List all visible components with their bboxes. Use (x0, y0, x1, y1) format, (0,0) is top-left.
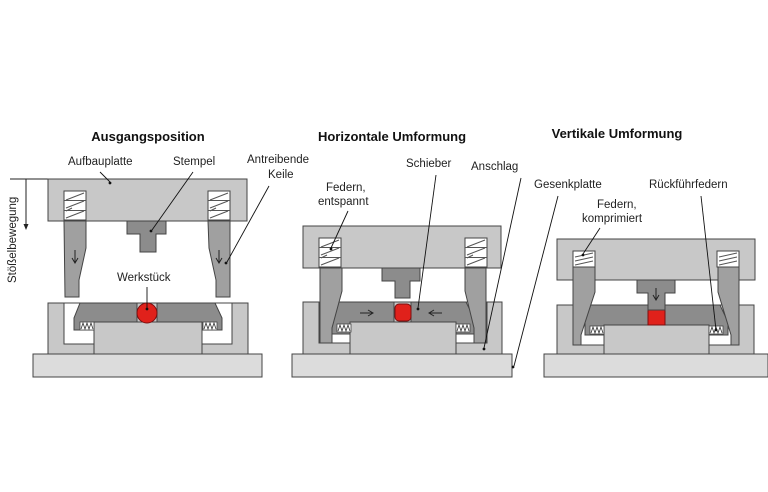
arrow-down-icon (652, 288, 660, 301)
spring-left (63, 190, 87, 221)
punch (126, 220, 167, 253)
wedge-right (464, 267, 487, 344)
panel-title: Horizontale Umformung (318, 129, 466, 144)
return-spring-left (589, 325, 605, 335)
label-stop: Anschlag (471, 161, 518, 173)
workpiece-flattened (647, 309, 666, 326)
arrow-down-icon (215, 250, 223, 264)
spring-left (318, 237, 342, 268)
workpiece-upset (394, 303, 412, 322)
wedge-left (319, 267, 343, 344)
arrow-down-icon (71, 250, 79, 264)
label-driving-wedges-2: Keile (268, 169, 294, 181)
label-driving-wedges-1: Antreibende (247, 154, 309, 166)
label-die-plate: Gesenkplatte (534, 179, 602, 191)
label-return-springs: Rückführfedern (649, 179, 728, 191)
label-springs-2: komprimiert (582, 213, 643, 225)
spring-left-compressed (572, 250, 596, 268)
spring-right-compressed (716, 250, 740, 268)
label-workpiece: Werkstück (117, 272, 171, 284)
label-springs-1: Federn, (326, 182, 366, 194)
return-spring-left (79, 321, 95, 331)
arrow-left-icon (428, 309, 442, 317)
spring-right (207, 190, 231, 221)
spring-right (464, 237, 488, 268)
return-spring-left (336, 323, 352, 333)
base-plate (543, 353, 768, 378)
panel-title: Vertikale Umformung (552, 126, 683, 141)
label-punch: Stempel (173, 156, 215, 168)
wedge-right (717, 266, 740, 346)
label-springs-1: Federn, (597, 199, 637, 211)
return-spring-right (455, 323, 471, 333)
ram-stroke-label: Stößelbewegung (7, 197, 19, 283)
label-springs-2: entspannt (318, 196, 369, 208)
return-spring-right (202, 321, 218, 331)
label-slider: Schieber (406, 158, 452, 170)
base-plate (32, 353, 263, 378)
label-mounting-plate: Aufbauplatte (68, 156, 133, 168)
die-center-block (93, 321, 203, 355)
arrow-right-icon (360, 309, 374, 317)
arrow-down-icon (23, 224, 29, 230)
panel-vertical-forming: Vertikale Umformung Gesenkplatte Federn,… (511, 126, 768, 378)
wedge-left (572, 266, 596, 346)
punch (381, 267, 421, 299)
panel-initial-position: Ausgangsposition Stößelbewegung (7, 129, 309, 378)
base-plate (291, 353, 513, 378)
panel-title: Ausgangsposition (91, 129, 204, 144)
panel-horizontal-forming: Horizontale Umformung Federn, entspannt … (291, 129, 522, 378)
ram-stroke-axis: Stößelbewegung (7, 178, 48, 283)
